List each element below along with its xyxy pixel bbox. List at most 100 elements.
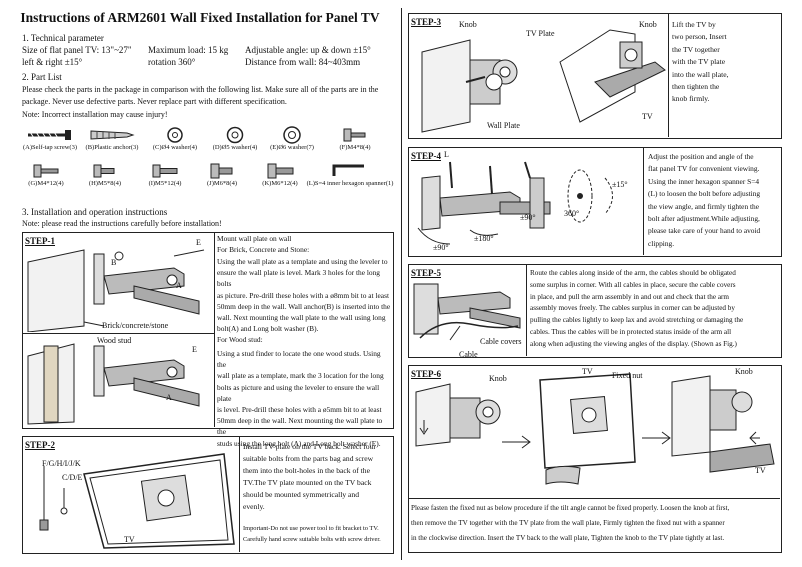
step2-text: Install TV plate on the TV back. Select … xyxy=(243,441,393,513)
washer-icon xyxy=(226,126,244,144)
column-divider xyxy=(401,8,402,560)
step1-label-b: B xyxy=(111,258,117,267)
step3-text: Lift the TV by two person, Insert the TV… xyxy=(672,19,780,106)
step3-line: knob firmly. xyxy=(672,94,710,104)
step5-text: Route the cables along inside of the arm… xyxy=(530,268,780,351)
step4-label-90a: ±90° xyxy=(520,213,536,222)
step6-line: Please fasten the fixed nut as below pro… xyxy=(411,504,730,512)
part-h: (H)M5*8(4) xyxy=(75,162,135,187)
step3-label-knob2: Knob xyxy=(639,20,657,29)
step1-wood-illustration xyxy=(27,343,200,425)
step3-line: the TV together xyxy=(672,44,720,54)
step5-line: along when adjusting the viewing angles … xyxy=(530,339,737,348)
partlist-line2: package. Never use defective parts. Neve… xyxy=(22,97,287,106)
step3-line: Lift the TV by xyxy=(672,20,716,29)
step3-divider xyxy=(668,13,669,137)
step5-label-cable: Cable xyxy=(459,350,478,359)
step4-line: please take care of your hand to avoid xyxy=(648,226,761,236)
step1-label: STEP-1 xyxy=(25,236,56,246)
step6-illustration xyxy=(415,373,775,485)
step1-label-a: A xyxy=(176,281,182,290)
section1-heading: 1. Technical parameter xyxy=(22,33,104,43)
step4-divider xyxy=(643,147,644,255)
washer-icon xyxy=(167,127,183,143)
step3-line: then tighten the xyxy=(672,82,720,92)
part-e: (E)Ø6 washer(7) xyxy=(262,126,322,151)
step3-line: with the TV plate xyxy=(672,57,726,67)
step2-label-fk: F/G/H/I/J/K xyxy=(42,459,81,468)
part-k-label: (K)M6*12(4) xyxy=(262,180,298,187)
step5-line: cables. Thus the cables will be in prote… xyxy=(530,327,732,336)
part-e-label: (E)Ø6 washer(7) xyxy=(270,144,314,151)
step1-line: 50mm deep in the wall. Wall anchor(B) is… xyxy=(217,301,391,311)
step4-line: (L) to loosen the bolt before adjusting xyxy=(648,189,761,199)
step4-label-l: L xyxy=(444,150,449,159)
part-c-label: (C)Ø4 washer(4) xyxy=(152,144,198,151)
spec-angle-ud: Adjustable angle: up & down ±15° xyxy=(245,45,371,55)
step1-text: Using the wall plate as a template and u… xyxy=(217,256,391,334)
bolt-icon xyxy=(93,164,115,178)
step6-hdivider xyxy=(408,498,780,499)
step1-wood-text: Using a stud finder to locate the one wo… xyxy=(217,348,391,449)
step1-wood-line: Using a stud finder to locate the one wo… xyxy=(217,349,381,370)
step1-label-e2: E xyxy=(192,345,197,354)
part-i-label: (I)M5*12(4) xyxy=(148,180,182,187)
step1-wood-line: is level. Pre-drill these holes with a ø… xyxy=(217,405,382,415)
step1-sub: For Brick, Concrete and Stone: xyxy=(217,245,310,254)
step3-box xyxy=(408,13,782,139)
bolt-icon xyxy=(152,164,178,178)
step3-label-knob: Knob xyxy=(459,20,477,29)
washer-icon xyxy=(283,126,301,144)
step1-label-stud: Wood stud xyxy=(97,336,132,345)
step6-label-fixed: Fixed nut xyxy=(612,371,643,380)
step3-illustration xyxy=(421,29,666,133)
step4-line: the view angle, and firmly tighten the xyxy=(648,201,760,211)
step2-label-tv: TV xyxy=(124,535,135,544)
step3-label-tv: TV xyxy=(642,112,653,121)
part-j-label: (J)M6*8(4) xyxy=(207,180,237,187)
part-b-label: (B)Plastic anchor(3) xyxy=(85,144,139,151)
part-f-label: (F)M4*8(4) xyxy=(339,144,371,151)
part-h-label: (H)M5*8(4) xyxy=(88,180,122,187)
step5-illustration xyxy=(413,283,521,341)
hex-spanner-icon xyxy=(332,164,364,176)
spec-rotation: rotation 360° xyxy=(148,57,196,67)
step4-line: Using the inner hexagon spanner S=4 xyxy=(648,176,760,186)
step5-divider xyxy=(526,264,527,356)
step3-line: two person, Insert xyxy=(672,32,727,42)
step5-label-covers: Cable covers xyxy=(480,337,522,346)
step4-line: Adjust the position and angle of the xyxy=(648,152,754,161)
step4-illustration xyxy=(417,161,613,245)
step5-line: some surplus in corner. With all cables … xyxy=(530,280,736,289)
section2-heading: 2. Part List xyxy=(22,72,62,82)
step2-divider xyxy=(239,436,240,552)
spec-size: Size of flat panel TV: 13"~27" xyxy=(22,45,132,55)
partlist-line1: Please check the parts in the package in… xyxy=(22,85,379,94)
step4-label-15: ±15° xyxy=(612,180,628,189)
step2-line: TV.The TV plate mounted on the TV back xyxy=(243,478,372,487)
spec-distance: Distance from wall: 84~403mm xyxy=(245,57,361,67)
step4-label: STEP-4 xyxy=(411,151,442,161)
page-title: Instructions of ARM2601 Wall Fixed Insta… xyxy=(20,10,380,25)
part-g: (G)M4*12(4) xyxy=(16,162,76,187)
partlist-note: Note: Incorrect installation may cause i… xyxy=(22,110,168,119)
part-f: (F)M4*8(4) xyxy=(325,126,385,151)
step1-wood-title: For Wood stud: xyxy=(217,335,263,344)
step6-box xyxy=(408,365,782,553)
step5-line: pulling the cables lightly to keep lax a… xyxy=(530,316,744,325)
bolt-icon xyxy=(210,163,233,179)
step1-hdivider xyxy=(22,333,214,334)
step6-line: then remove the TV together with the TV … xyxy=(411,519,725,527)
step3-line: into the wall plate, xyxy=(672,69,729,79)
step6-label-tv: TV xyxy=(582,367,593,376)
step1-brick-illustration xyxy=(27,249,205,332)
step5-line: in place, and pull the arm assembly in a… xyxy=(530,292,729,301)
bolt-icon xyxy=(343,128,366,142)
bolt-icon xyxy=(267,163,294,179)
step1-wood-line: wall plate as a template, mark the 3 loc… xyxy=(217,371,384,381)
step1-line: as picture. Pre-drill these holes with a… xyxy=(217,290,389,300)
step4-line: bolt after adjustment.While adjusting, xyxy=(648,214,760,224)
part-g-label: (G)M4*12(4) xyxy=(28,180,64,187)
plastic-anchor-icon xyxy=(90,130,135,140)
step4-label-360: 360° xyxy=(564,209,580,218)
